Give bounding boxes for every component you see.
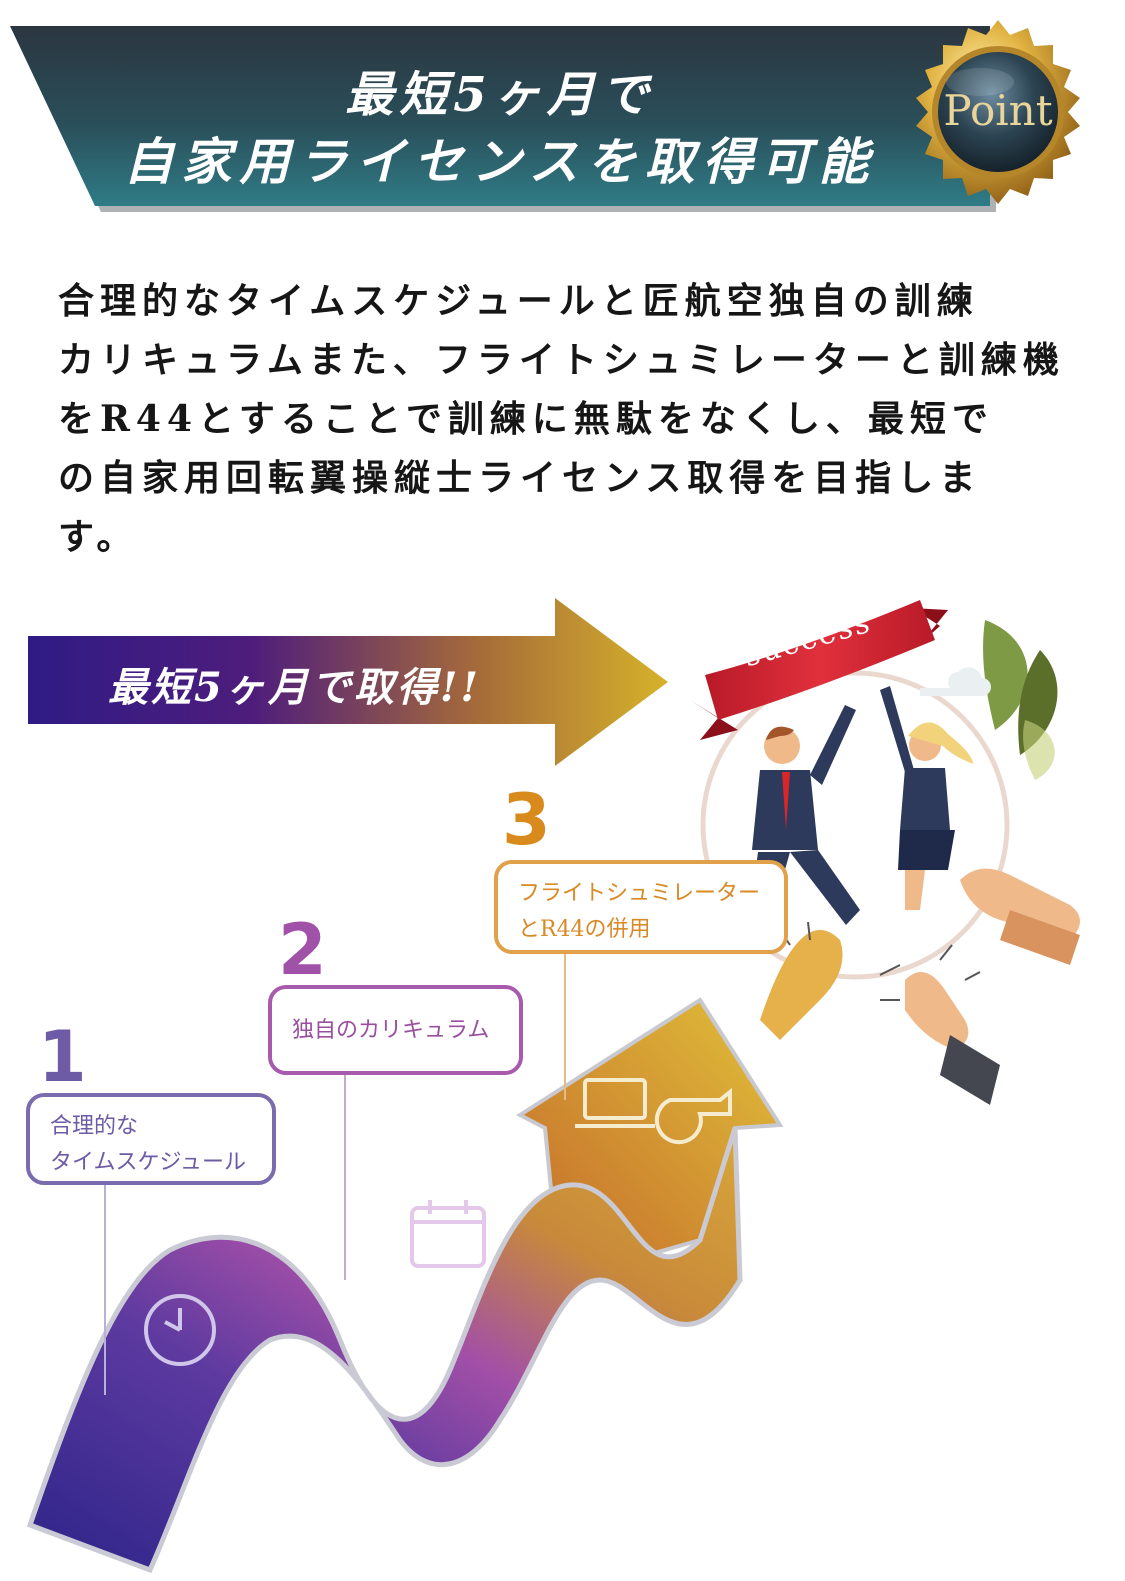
description-line: の自家用回転翼操縦士ライセンス取得を目指しま bbox=[58, 457, 982, 499]
step-3-label: とR44の併用 bbox=[518, 917, 651, 942]
woman-figure bbox=[880, 686, 973, 910]
step-2-box: 独自のカリキュラム bbox=[268, 985, 523, 1075]
man-figure bbox=[748, 705, 860, 930]
illustration bbox=[26, 598, 1080, 1574]
whistle-icon bbox=[654, 1087, 732, 1145]
description-line: をR44とすることで訓練に無駄をなくし、最短で bbox=[58, 398, 994, 440]
description-line: す。 bbox=[58, 516, 139, 558]
step-2-number: 2 bbox=[278, 909, 327, 991]
step-1-number: 1 bbox=[38, 1016, 87, 1098]
success-ribbon bbox=[690, 600, 948, 740]
header-title-line1: 最短5ヶ月で bbox=[345, 67, 655, 123]
step-3-number: 3 bbox=[502, 779, 551, 861]
step-2-label: 独自のカリキュラム bbox=[292, 1018, 490, 1043]
point-label: Point bbox=[943, 86, 1053, 135]
description-paragraph: 合理的なタイムスケジュールと匠航空独自の訓練 カリキュラムまた、フライトシュミレ… bbox=[58, 272, 1068, 567]
step-1-box: 合理的な タイムスケジュール bbox=[26, 1093, 276, 1185]
header-banner bbox=[10, 20, 1080, 212]
description-line: 合理的なタイムスケジュールと匠航空独自の訓練 bbox=[58, 280, 979, 322]
arrow-label: 最短5ヶ月で取得!! bbox=[108, 664, 481, 711]
laptop-icon bbox=[575, 1078, 655, 1128]
wave-ribbon bbox=[26, 1127, 743, 1574]
clock-icon bbox=[144, 1294, 216, 1366]
calendar-icon bbox=[410, 1200, 486, 1268]
step-1-label: 合理的な bbox=[50, 1114, 139, 1139]
description-line: カリキュラムまた、フライトシュミレーターと訓練機 bbox=[58, 339, 1065, 381]
arrow-shape bbox=[28, 598, 668, 766]
step-1-label: タイムスケジュール bbox=[50, 1150, 247, 1175]
step-3-box: フライトシュミレーター とR44の併用 bbox=[494, 860, 788, 954]
step-3-label: フライトシュミレーター bbox=[518, 881, 761, 906]
point-seal bbox=[916, 20, 1080, 204]
header-title-line2: 自家用ライセンスを取得可能 bbox=[123, 132, 877, 191]
